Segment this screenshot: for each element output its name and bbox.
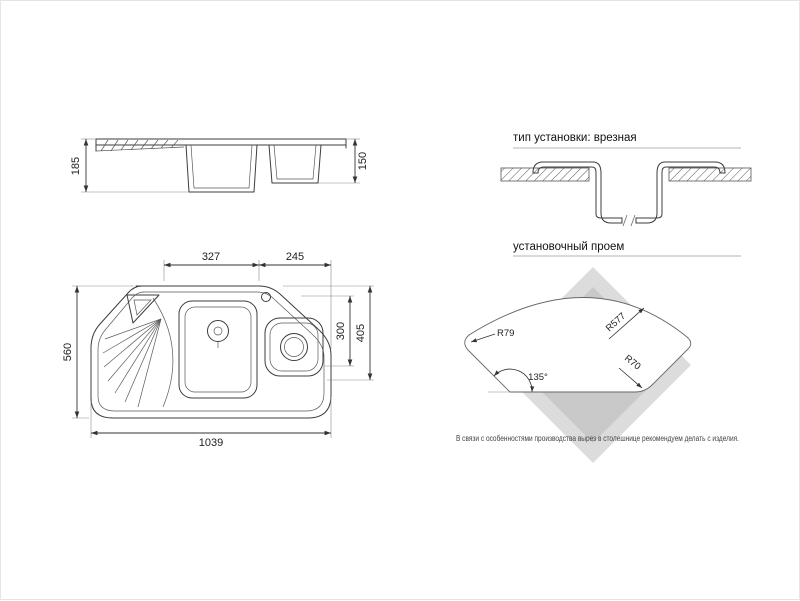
- corner-angle-label: 135°: [528, 372, 548, 383]
- main-bowl-inner: [184, 306, 252, 393]
- elevation-outline: [95, 138, 347, 193]
- dimension-185: 185: [70, 138, 189, 193]
- countertop-left-hatch: [500, 167, 590, 182]
- installation-title: тип установки: врезная: [513, 132, 637, 144]
- small-bowl-inner: [269, 322, 319, 372]
- dim-label-405: 405: [355, 324, 367, 342]
- elevation-main-bowl-outer: [185, 144, 258, 193]
- dimension-150: 150: [318, 138, 369, 184]
- corner-shelf-inner: [133, 299, 152, 316]
- elevation-drainboard-edge: [95, 146, 185, 152]
- dimension-327: 327: [163, 251, 260, 281]
- elevation-view: 185 150: [70, 138, 369, 193]
- dim-label-150: 150: [357, 152, 369, 170]
- elevation-small-bowl-outer: [268, 144, 322, 184]
- small-bowl-drain-hole: [284, 337, 304, 357]
- cutout-shape: [464, 297, 692, 393]
- dim-label-245: 245: [286, 251, 304, 263]
- elevation-drainboard-ribs: [100, 139, 179, 152]
- dimension-405: 405: [283, 285, 374, 381]
- dim-label-185: 185: [70, 157, 82, 175]
- countertop-right-hatch: [668, 167, 752, 182]
- main-bowl-drain: [207, 320, 229, 342]
- section-break-marks: [622, 214, 636, 227]
- small-bowl-outer: [264, 317, 324, 377]
- plan-drainboard: [102, 297, 174, 408]
- main-bowl-outer: [178, 300, 258, 399]
- elevation-small-bowl-inner: [273, 144, 317, 180]
- plan-outline-outer: [90, 285, 332, 419]
- dimension-300: 300: [301, 295, 354, 367]
- dimension-560: 560: [62, 285, 134, 419]
- elevation-main-bowl-inner: [190, 144, 253, 189]
- faucet-hole: [261, 292, 271, 302]
- main-bowl-drain-hole: [213, 326, 223, 336]
- countertop-section: [500, 167, 752, 182]
- drainboard-boundary: [152, 297, 174, 408]
- dimension-245: 245: [259, 251, 332, 349]
- dim-label-560: 560: [62, 343, 74, 361]
- installation-section: тип установки: врезная: [500, 132, 752, 227]
- plan-view: 327 245 560 1039 300 4: [62, 251, 374, 449]
- radius-left-label: R79: [497, 328, 514, 339]
- opening-title: установочный проем: [513, 241, 624, 253]
- plan-outline-inner: [97, 291, 325, 412]
- dim-label-327: 327: [202, 251, 220, 263]
- dimension-1039: 1039: [90, 397, 332, 449]
- dim-label-1039: 1039: [199, 437, 223, 449]
- opening-section: установочный проем R79 R577 R70 135° В с…: [456, 241, 741, 463]
- sink-section-profile: [532, 161, 726, 227]
- dim-label-300: 300: [335, 322, 347, 340]
- corner-shelf-outer: [126, 294, 160, 324]
- production-note: В связи с особенностями производства выр…: [456, 434, 739, 443]
- small-bowl-drain: [280, 333, 308, 361]
